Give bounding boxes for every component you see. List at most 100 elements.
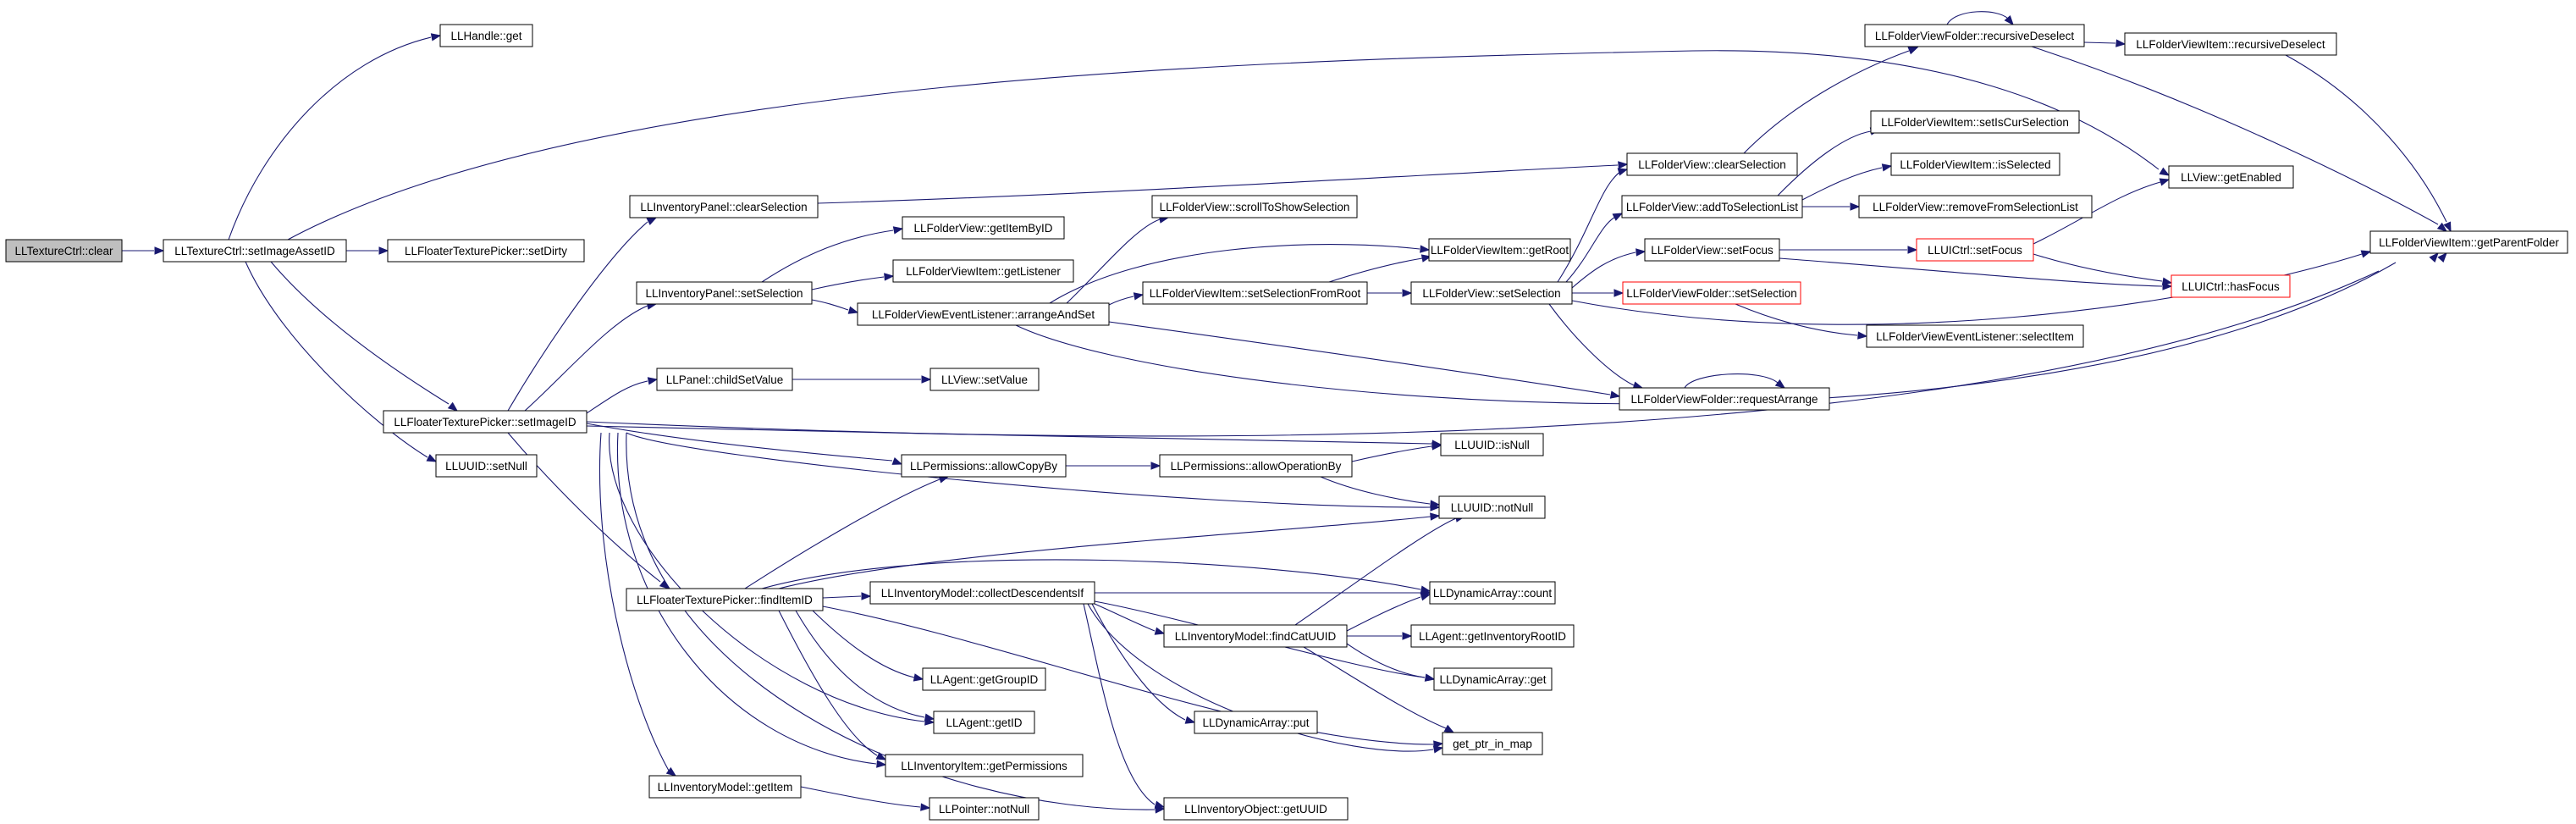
- edge-n28-n42: [1802, 202, 1861, 211]
- edge-n10-n35: [761, 559, 1431, 594]
- edge-n14-n23: [1108, 292, 1145, 306]
- node-lluuid-isnull[interactable]: LLUUID::isNull: [1440, 433, 1544, 456]
- node-lltexturectrl-clear[interactable]: LLTextureCtrl::clear: [5, 239, 123, 263]
- node-lldynamicarray-get[interactable]: LLDynamicArray::get: [1433, 667, 1553, 691]
- node-llfolderview-addtoselectionlist[interactable]: LLFolderView::addToSelectionList: [1621, 195, 1803, 218]
- node-llview-setvalue[interactable]: LLView::setValue: [929, 368, 1040, 391]
- node-llpermissions-allowoperationby[interactable]: LLPermissions::allowOperationBy: [1159, 454, 1353, 478]
- edge-n39-n49: [2031, 46, 2448, 232]
- node-llfolderviewevetlistener-selectitem[interactable]: LLFolderViewEventListener::selectItem: [1866, 324, 2084, 348]
- node-llinventorypanel-setselection[interactable]: LLInventoryPanel::setSelection: [636, 281, 813, 305]
- svg-text:LLPointer::notNull: LLPointer::notNull: [939, 803, 1029, 816]
- node-llfolderview-getitembyid[interactable]: LLFolderView::getItemByID: [902, 216, 1065, 240]
- node-llpanel-childsetvalue[interactable]: LLPanel::childSetValue: [656, 368, 793, 391]
- edge-n10-n20: [778, 610, 887, 760]
- edge-n14-n29: [1049, 244, 1431, 304]
- svg-text:LLFloaterTexturePicker::setIma: LLFloaterTexturePicker::setImageID: [394, 416, 576, 429]
- svg-text:LLFolderView::setSelection: LLFolderView::setSelection: [1422, 287, 1560, 300]
- node-llfloatertexturepicker-setdirty[interactable]: LLFloaterTexturePicker::setDirty: [387, 239, 585, 263]
- edge-n43-n48: [2033, 253, 2173, 285]
- edge-n27-n39: [1743, 47, 1919, 154]
- edge-n0-n1: [122, 246, 165, 255]
- node-llpermissions-allowcopyby[interactable]: LLPermissions::allowCopyBy: [901, 454, 1067, 478]
- edge-n16-n33: [1351, 442, 1442, 462]
- call-edges: [122, 11, 2452, 814]
- edge-n4-n8: [583, 377, 659, 416]
- svg-text:LLFolderViewFolder::recursiveD: LLFolderViewFolder::recursiveDeselect: [1875, 30, 2075, 42]
- svg-text:LLFolderViewFolder::requestArr: LLFolderViewFolder::requestArrange: [1630, 393, 1818, 406]
- node-llfolderviewfolder-requestarrange[interactable]: LLFolderViewFolder::requestArrange: [1619, 387, 1830, 411]
- edge-n4-n33: [586, 425, 1442, 448]
- svg-text:LLFolderViewItem::setIsCurSele: LLFolderViewItem::setIsCurSelection: [1881, 116, 2069, 129]
- svg-text:LLFolderView::scrollToShowSele: LLFolderView::scrollToShowSelection: [1160, 201, 1350, 213]
- edge-n7-n14: [811, 299, 859, 314]
- node-llfloatertexturepicker-finditemid[interactable]: LLFloaterTexturePicker::findItemID: [626, 588, 824, 611]
- svg-text:LLFolderViewEventListener::sel: LLFolderViewEventListener::selectItem: [1876, 330, 2074, 343]
- node-llfolderview-scrolltoshowselection[interactable]: LLFolderView::scrollToShowSelection: [1151, 195, 1358, 218]
- edge-n4-n49: [586, 252, 2439, 437]
- node-llagent-getgroupid[interactable]: LLAgent::getGroupID: [922, 667, 1046, 691]
- svg-text:LLFolderViewItem::recursiveDes: LLFolderViewItem::recursiveDeselect: [2136, 38, 2325, 51]
- node-llagent-getinventoryrootid[interactable]: LLAgent::getInventoryRootID: [1410, 624, 1575, 648]
- node-lltexturectrl-setimageassetid[interactable]: LLTextureCtrl::setImageAssetID: [163, 239, 347, 263]
- node-llfolderview-removefromselectionlist[interactable]: LLFolderView::removeFromSelectionList: [1858, 195, 2093, 218]
- svg-text:LLFolderViewFolder::setSelecti: LLFolderViewFolder::setSelection: [1626, 287, 1797, 300]
- node-llfolderviewfolder-recursivedeselect[interactable]: LLFolderViewFolder::recursiveDeselect: [1864, 24, 2085, 47]
- node-llhandle-get[interactable]: LLHandle::get: [439, 24, 533, 47]
- node-llpointer-notnull[interactable]: LLPointer::notNull: [929, 797, 1040, 821]
- edge-n7-n12: [761, 226, 904, 283]
- node-llfolderviewitem-getlistener[interactable]: LLFolderViewItem::getListener: [892, 259, 1074, 283]
- svg-text:LLUUID::isNull: LLUUID::isNull: [1454, 439, 1530, 451]
- node-lluuid-setnull[interactable]: LLUUID::setNull: [435, 454, 538, 478]
- edge-n8-n15: [792, 375, 932, 384]
- node-llinventoryobject-getuuid[interactable]: LLInventoryObject::getUUID: [1163, 797, 1349, 821]
- edge-n31-n28: [1565, 213, 1624, 283]
- node-llinventorypanel-clearselection[interactable]: LLInventoryPanel::clearSelection: [629, 195, 819, 218]
- edge-n46-n49: [2285, 54, 2452, 233]
- node-llfolderviewitem-getroot[interactable]: LLFolderViewItem::getRoot: [1428, 238, 1571, 262]
- svg-text:get_ptr_in_map: get_ptr_in_map: [1453, 738, 1532, 750]
- edge-n17-n26: [1083, 603, 1166, 809]
- edge-n14-n32: [1108, 321, 1621, 399]
- node-lluictrl-hasfocus[interactable]: LLUICtrl::hasFocus: [2171, 274, 2291, 298]
- node-lldynamicarray-count[interactable]: LLDynamicArray::count: [1429, 581, 1556, 605]
- node-llfolderviewfolder-setselection[interactable]: LLFolderViewFolder::setSelection: [1622, 281, 1801, 305]
- node-llfolderview-setselection[interactable]: LLFolderView::setSelection: [1410, 281, 1573, 305]
- svg-text:LLAgent::getInventoryRootID: LLAgent::getInventoryRootID: [1419, 630, 1566, 643]
- node-llview-getenabled[interactable]: LLView::getEnabled: [2168, 165, 2294, 189]
- node-llfolderview-setfocus[interactable]: LLFolderView::setFocus: [1644, 238, 1780, 262]
- edge-n7-n13: [811, 273, 895, 290]
- edge-n17-n24: [1094, 603, 1166, 635]
- node-llfolderviewevetlistener-arrangeandset[interactable]: LLFolderViewEventListener::arrangeAndSet: [857, 302, 1110, 326]
- edge-n24-n35: [1346, 593, 1431, 632]
- svg-text:LLView::setValue: LLView::setValue: [941, 373, 1028, 386]
- svg-text:LLUICtrl::hasFocus: LLUICtrl::hasFocus: [2182, 280, 2280, 293]
- node-llfolderview-clearselection[interactable]: LLFolderView::clearSelection: [1626, 152, 1798, 176]
- node-llinventoryitem-getpermissions[interactable]: LLInventoryItem::getPermissions: [885, 754, 1084, 777]
- node-llfolderviewitem-getparentfolder[interactable]: LLFolderViewItem::getParentFolder: [2369, 230, 2568, 254]
- node-lluictrl-setfocus[interactable]: LLUICtrl::setFocus: [1916, 238, 2034, 262]
- svg-text:LLInventoryObject::getUUID: LLInventoryObject::getUUID: [1184, 803, 1327, 816]
- edge-n30-n43: [1779, 246, 1918, 254]
- edge-n44-n45: [1735, 303, 1868, 340]
- node-lluuid-notnull[interactable]: LLUUID::notNull: [1438, 495, 1546, 519]
- node-llfolderviewitem-setiscurselection[interactable]: LLFolderViewItem::setIsCurSelection: [1870, 110, 2080, 134]
- node-get-ptr-in-map[interactable]: get_ptr_in_map: [1442, 732, 1543, 755]
- node-lldynamicarray-put[interactable]: LLDynamicArray::put: [1194, 711, 1318, 734]
- node-llfolderviewitem-recursivedeselect[interactable]: LLFolderViewItem::recursiveDeselect: [2124, 32, 2337, 56]
- node-llfloatertexturepicker-setimageid[interactable]: LLFloaterTexturePicker::setImageID: [383, 410, 587, 434]
- node-llagent-getid[interactable]: LLAgent::getID: [933, 711, 1035, 734]
- edge-n23-n29: [1328, 254, 1432, 283]
- node-llinventorymodel-findcatuuid[interactable]: LLInventoryModel::findCatUUID: [1163, 624, 1348, 648]
- node-llinventorymodel-getitem[interactable]: LLInventoryModel::getItem: [648, 775, 802, 799]
- node-llfolderviewitem-isselected[interactable]: LLFolderViewItem::isSelected: [1890, 152, 2060, 176]
- svg-text:LLFloaterTexturePicker::findIt: LLFloaterTexturePicker::findItemID: [637, 594, 813, 606]
- edge-n30-n48: [1779, 257, 2173, 290]
- node-llinventorymodel-collectdescendentsif[interactable]: LLInventoryModel::collectDescendentsIf: [869, 581, 1095, 605]
- node-llfolderviewitem-setselectionfromroot[interactable]: LLFolderViewItem::setSelectionFromRoot: [1142, 281, 1368, 305]
- svg-text:LLDynamicArray::get: LLDynamicArray::get: [1439, 673, 1546, 686]
- svg-text:LLFloaterTexturePicker::setDir: LLFloaterTexturePicker::setDirty: [405, 245, 567, 257]
- edge-n1-n5: [245, 261, 438, 462]
- svg-text:LLUICtrl::setFocus: LLUICtrl::setFocus: [1928, 244, 2022, 257]
- edge-n28-n41: [1801, 163, 1893, 201]
